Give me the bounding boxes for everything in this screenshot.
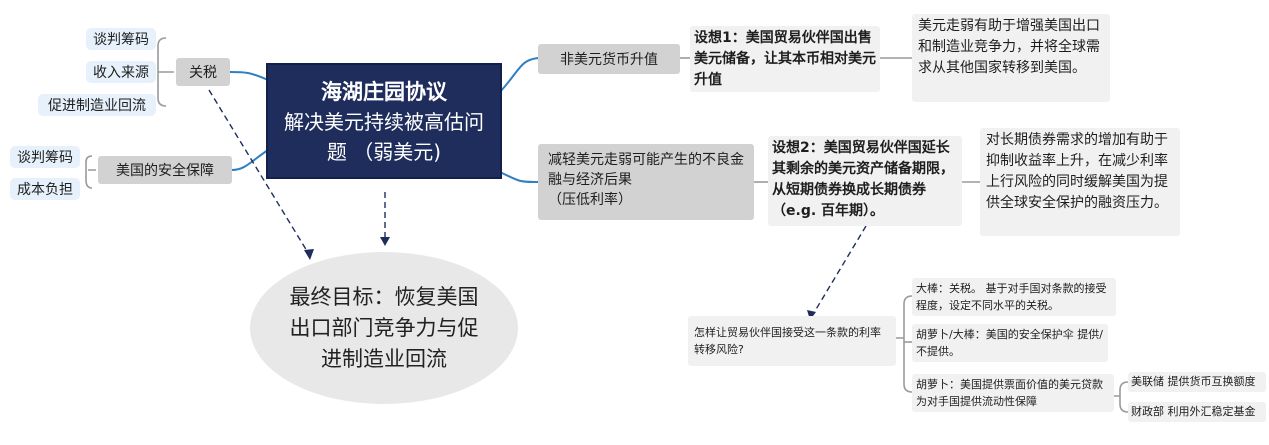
- center-subtitle: 解决美元持续被高估问题 （弱美元): [284, 110, 484, 164]
- sub-option-treasury: 财政部 利用外汇稳定基金: [1128, 402, 1266, 422]
- branch2-label-sub: （压低利率）: [548, 192, 632, 208]
- question-node: 怎样让贸易伙伴国接受这一条款的利率转移风险?: [688, 316, 896, 366]
- branch1-node: 非美元货币升值: [538, 44, 680, 74]
- tariff-item-reshoring: 促进制造业回流: [38, 94, 156, 116]
- option-dollar-loan: 胡萝卜：美国提供票面价值的美元贷款 为对手国提供流动性保障: [912, 374, 1114, 412]
- effect2: 对长期债券需求的增加有助于抑制收益率上升，在减少利率上行风险的同时缓解美国为提供…: [980, 128, 1180, 236]
- security-item-bargaining: 谈判筹码: [10, 146, 80, 168]
- center-title: 海湖庄园协议: [321, 80, 447, 104]
- branch2-node: 减轻美元走弱可能产生的不良金融与经济后果 （压低利率）: [538, 144, 754, 220]
- final-goal-text: 最终目标：恢复美国出口部门竞争力与促进制造业回流: [289, 284, 479, 371]
- final-goal: 最终目标：恢复美国出口部门竞争力与促进制造业回流: [250, 252, 518, 404]
- tariff-item-revenue: 收入来源: [86, 61, 156, 83]
- effect1: 美元走弱有助于增强美国出口和制造业竞争力，并将全球需求从其他国家转移到美国。: [912, 14, 1110, 102]
- tariff-item-bargaining: 谈判筹码: [86, 28, 156, 50]
- hypothesis1: 设想1：美国贸易伙伴国出售美元储备，让其本币相对美元升值: [690, 26, 880, 92]
- security-item-cost: 成本负担: [10, 178, 80, 200]
- branch2-label: 减轻美元走弱可能产生的不良金融与经济后果: [548, 152, 744, 188]
- sub-option-fed: 美联储 提供货币互换额度: [1128, 372, 1266, 392]
- option-security-umbrella: 胡萝卜/大棒：美国的安全保护伞 提供/不提供。: [912, 324, 1108, 362]
- security-node: 美国的安全保障: [98, 156, 232, 184]
- hypothesis2: 设想2：美国贸易伙伴国延长其剩余的美元资产储备期限，从短期债券换成长期债券（e.…: [768, 136, 962, 226]
- center-topic: 海湖庄园协议 解决美元持续被高估问题 （弱美元): [266, 63, 502, 179]
- tariff-node: 关税: [176, 58, 230, 86]
- option-stick-tariff: 大棒：关税。 基于对手国对条款的接受程度，设定不同水平的关税。: [912, 278, 1116, 316]
